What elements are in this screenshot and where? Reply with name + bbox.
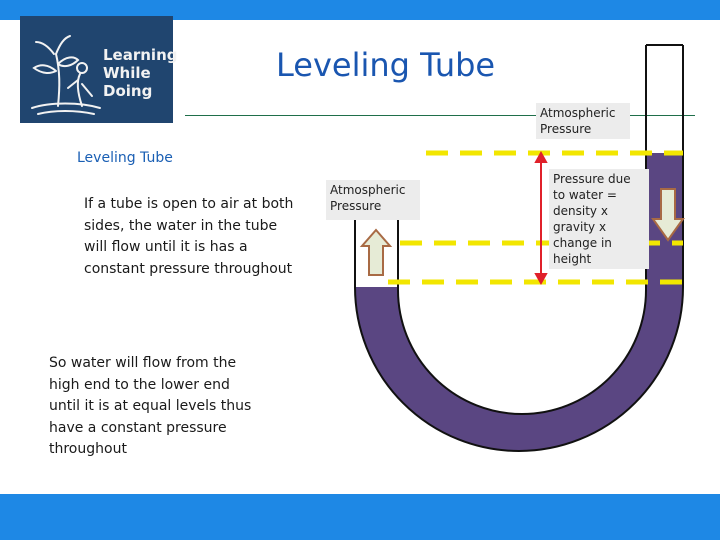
label-atmospheric-top: Atmospheric Pressure [536, 103, 630, 139]
logo: Learning While Doing [20, 16, 178, 123]
down-arrow-icon [651, 188, 685, 242]
bottom-accent-bar [0, 494, 720, 540]
tube-outline [354, 44, 684, 452]
logo-line-while: While [103, 64, 151, 82]
sprout-figure-icon [31, 35, 101, 115]
top-accent-bar [0, 0, 720, 20]
leveling-tube-diagram [354, 44, 685, 452]
paragraph-water-flow: So water will flow from the high end to … [49, 355, 252, 457]
label-pressure-due-to-water: Pressure due to water = density x gravit… [549, 169, 649, 269]
logo-text: Learning While Doing [103, 46, 178, 100]
up-arrow-icon [359, 228, 393, 276]
water-fill [355, 153, 683, 451]
logo-line-learning: Learning [103, 46, 178, 64]
label-atmospheric-left: Atmospheric Pressure [326, 180, 420, 220]
page-title: Leveling Tube [276, 46, 496, 84]
logo-line-doing: Doing [103, 82, 153, 100]
paragraph-open-tube: If a tube is open to air at both sides, … [84, 196, 294, 277]
title-divider [185, 115, 695, 116]
height-measure-arrow [534, 150, 548, 286]
section-heading: Leveling Tube [77, 150, 173, 166]
